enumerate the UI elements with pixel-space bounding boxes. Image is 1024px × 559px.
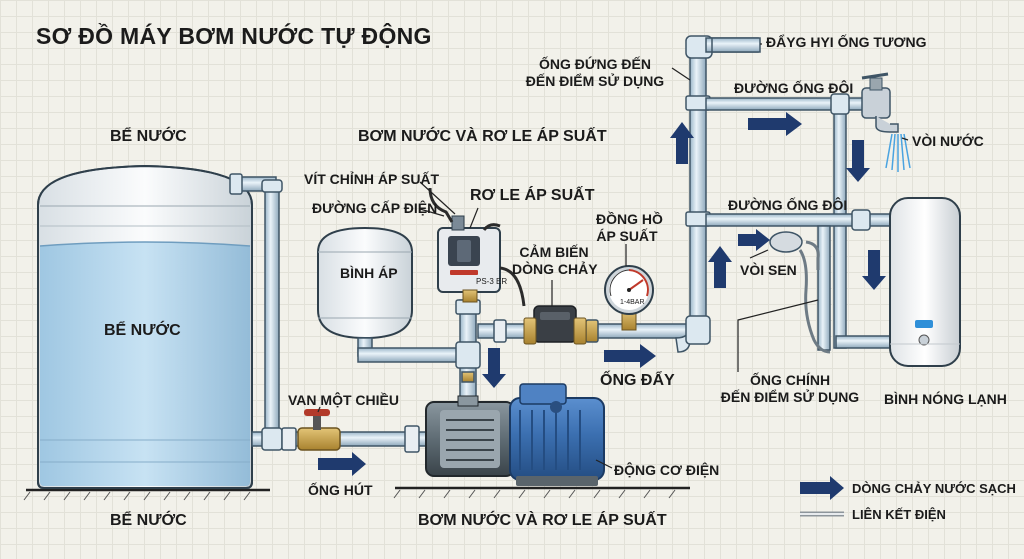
label-pressure-adjust-screw: VÍT CHỈNH ÁP SUẤT bbox=[304, 171, 440, 187]
label-pressure-gauge: ĐỒNG HỒ ÁP SUẤT bbox=[596, 211, 663, 245]
label-pressure-tank: BÌNH ÁP bbox=[340, 265, 398, 281]
pump bbox=[425, 395, 515, 477]
label-riser-line2: ĐẾN ĐIỂM SỬ DỤNG bbox=[525, 73, 665, 89]
gauge-face-text: 1-4bar bbox=[620, 299, 645, 306]
label-motor: ĐỘNG CƠ ĐIỆN bbox=[614, 462, 720, 478]
label-pump-header: BƠM NƯỚC VÀ RƠ LE ÁP SUẤT bbox=[358, 128, 607, 145]
faucet bbox=[861, 72, 911, 172]
discharge-pipe bbox=[477, 319, 703, 343]
main-riser bbox=[675, 35, 759, 353]
label-double-pipe-top: ĐƯỜNG ỐNG ĐÔI bbox=[734, 80, 854, 96]
label-flow-sensor-line1: CẢM BIẾN bbox=[519, 244, 589, 260]
pump-riser bbox=[455, 299, 481, 411]
diagram-title: SƠ ĐỒ MÁY BƠM NƯỚC TỰ ĐỘNG bbox=[36, 23, 432, 49]
mid-branch-pipe bbox=[705, 209, 897, 351]
flow-sensor bbox=[523, 305, 587, 345]
label-tube: ĐẨYG HYI ỐNG TƯƠNG bbox=[766, 34, 927, 50]
label-pressure-gauge-line1: ĐỒNG HỒ bbox=[596, 211, 663, 227]
label-main-pipe-line1: ỐNG CHÍNH bbox=[749, 372, 831, 388]
label-discharge-pipe: ỐNG ĐẨY bbox=[600, 372, 675, 389]
label-flow-sensor-line2: DÒNG CHẢY bbox=[512, 261, 598, 277]
label-double-pipe-mid: ĐƯỜNG ỐNG ĐÔI bbox=[728, 197, 848, 213]
label-water-heater: BÌNH NÓNG LẠNH bbox=[884, 391, 1007, 407]
label-pump-bottom: BƠM NƯỚC VÀ RƠ LE ÁP SUẤT bbox=[418, 512, 667, 529]
label-check-valve: VAN MỘT CHIỀU bbox=[288, 392, 399, 408]
ground-lines bbox=[23, 486, 690, 501]
label-shower: VÒI SEN bbox=[740, 262, 797, 278]
water-heater bbox=[889, 197, 961, 367]
label-pressure-gauge-line2: ÁP SUẤT bbox=[596, 228, 658, 244]
check-valve bbox=[297, 409, 341, 451]
pressure-relay bbox=[437, 215, 501, 303]
hose-outlet bbox=[711, 37, 761, 53]
label-tank-bottom: BỂ NƯỚC bbox=[110, 512, 187, 529]
label-main-pipe: ỐNG CHÍNH ĐẾN ĐIỂM SỬ DỤNG bbox=[720, 372, 860, 406]
label-pressure-relay: RƠ LE ÁP SUẤT bbox=[470, 187, 595, 204]
water-tank bbox=[37, 164, 253, 489]
label-suction-pipe: ỐNG HÚT bbox=[308, 482, 373, 498]
legend-flow-label: DÒNG CHẢY NƯỚC SẠCH bbox=[852, 481, 1016, 496]
legend-electric-label: LIÊN KẾT ĐIỆN bbox=[852, 507, 946, 522]
suction-pipe bbox=[229, 173, 433, 453]
label-faucet: VÒI NƯỚC bbox=[912, 133, 984, 149]
pressure-gauge bbox=[604, 265, 654, 331]
label-main-pipe-line2: ĐẾN ĐIỂM SỬ DỤNG bbox=[720, 389, 860, 405]
label-riser: ỐNG ĐỨNG ĐẾN ĐẾN ĐIỂM SỬ DỤNG bbox=[520, 56, 670, 90]
electric-motor bbox=[509, 383, 605, 486]
label-riser-line1: ỐNG ĐỨNG ĐẾN bbox=[539, 56, 651, 72]
relay-model-text: PS-3 ER bbox=[476, 277, 508, 286]
label-flow-sensor: CẢM BIẾN DÒNG CHẢY bbox=[512, 244, 598, 278]
label-power-line: ĐƯỜNG CẤP ĐIỆN bbox=[312, 200, 438, 216]
label-tank-center: BỂ NƯỚC bbox=[104, 322, 181, 339]
label-tank-top: BỂ NƯỚC bbox=[110, 128, 187, 145]
